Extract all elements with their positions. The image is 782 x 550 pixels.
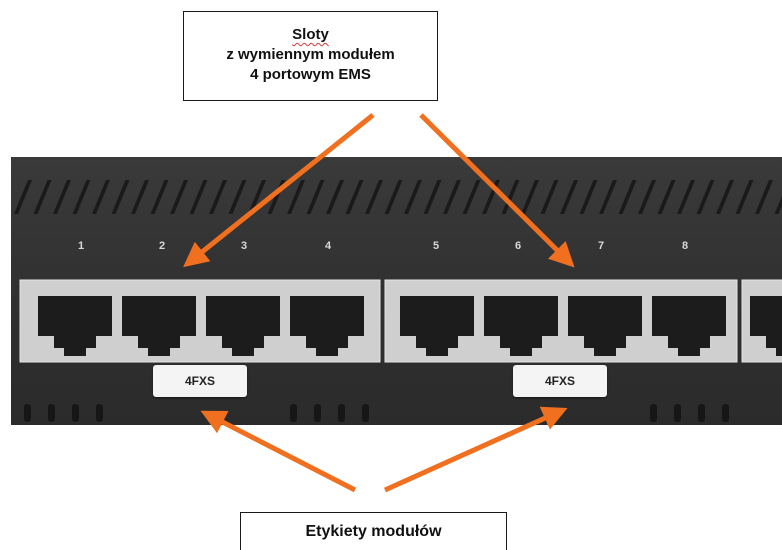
led-row: [24, 404, 729, 422]
vent-slot: [53, 180, 71, 214]
vent-slot: [735, 180, 754, 214]
rj-jack: [122, 296, 196, 356]
vent-slot: [443, 180, 461, 214]
vent-slot: [228, 180, 247, 214]
rj-jack: [38, 296, 112, 356]
vent-slot: [131, 180, 149, 214]
port-number-6: 6: [514, 240, 522, 252]
vent-slot: [774, 195, 782, 214]
callout-slots-title: Sloty: [292, 26, 329, 43]
vent-slot: [92, 180, 110, 214]
rj-jack: [206, 296, 280, 356]
led-indicator: [650, 404, 657, 422]
led-indicator: [722, 404, 729, 422]
arrow-to-label-right: [383, 406, 568, 493]
vent-slot: [170, 180, 188, 214]
vent-slot: [306, 180, 325, 214]
arrow-to-slot-left: [183, 113, 375, 268]
port-number-4: 4: [324, 240, 332, 252]
led-indicator: [24, 404, 31, 422]
vent-slot: [716, 180, 734, 214]
vent-slot: [150, 180, 169, 214]
vent-slot: [696, 180, 715, 214]
callout-slots: Sloty z wymiennym modułem 4 portowym EMS: [183, 11, 438, 101]
vent-slot: [72, 180, 91, 214]
ventilation-grille: [14, 180, 782, 214]
led-indicator: [96, 404, 103, 422]
callout-slots-line3: 4 portowym EMS: [250, 66, 371, 83]
rj-jack: [652, 296, 726, 356]
rj-ports: [38, 296, 782, 356]
rj-jack: [290, 296, 364, 356]
vent-slot: [560, 180, 578, 214]
vent-slot: [345, 180, 364, 214]
port-number-8: 8: [681, 240, 689, 252]
vent-slot: [248, 180, 266, 214]
port-number-1: 1: [77, 240, 85, 252]
led-indicator: [698, 404, 705, 422]
vent-slot: [326, 180, 344, 214]
vent-slot: [638, 180, 656, 214]
vent-slot: [540, 180, 559, 214]
led-indicator: [48, 404, 55, 422]
vent-slot: [599, 180, 617, 214]
rj-jack: [484, 296, 558, 356]
vent-slot: [755, 180, 773, 214]
callout-slots-line2: z wymiennym modułem: [226, 46, 395, 63]
led-indicator: [362, 404, 369, 422]
vent-slot: [404, 180, 422, 214]
vent-slot: [579, 180, 598, 214]
vent-slot: [501, 180, 520, 214]
led-indicator: [72, 404, 79, 422]
vent-slot: [423, 180, 442, 214]
vent-slot: [189, 180, 208, 214]
led-indicator: [338, 404, 345, 422]
arrow-to-slot-right: [419, 113, 575, 268]
port-number-2: 2: [158, 240, 166, 252]
vent-slot: [111, 180, 130, 214]
vent-slot: [287, 180, 305, 214]
arrow-to-label-left: [200, 410, 357, 493]
vent-slot: [521, 180, 539, 214]
callout-module-labels: Etykiety modułów: [240, 512, 507, 550]
vent-slot: [618, 180, 637, 214]
vent-slot: [384, 180, 403, 214]
vent-slot: [33, 180, 52, 214]
vent-slot: [462, 180, 481, 214]
port-number-3: 3: [240, 240, 248, 252]
rj-jack: [750, 296, 782, 356]
module-label-1: 4FXS: [153, 365, 247, 397]
port-number-7: 7: [597, 240, 605, 252]
module-label-2: 4FXS: [513, 365, 607, 397]
vent-slot: [657, 180, 676, 214]
vent-slot: [14, 180, 32, 214]
callout-module-labels-text: Etykiety modułów: [305, 523, 442, 540]
vent-slot: [677, 180, 695, 214]
led-indicator: [674, 404, 681, 422]
led-indicator: [290, 404, 297, 422]
vent-slot: [209, 180, 227, 214]
port-number-5: 5: [432, 240, 440, 252]
led-indicator: [314, 404, 321, 422]
rj-jack: [400, 296, 474, 356]
rj-jack: [568, 296, 642, 356]
vent-slot: [365, 180, 383, 214]
